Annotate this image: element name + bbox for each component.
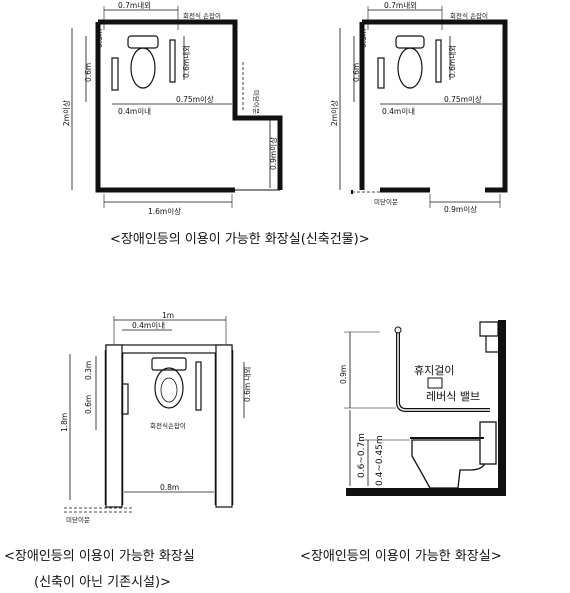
plan-b-rotating-handrail — [435, 39, 442, 83]
plan-a-labels: 0.7m내외 회전식 손잡이 0.3m 0.6m 0.6m내외 2m이상 0.4… — [61, 0, 278, 216]
plan-a-dim-top-width: 0.7m내외 — [118, 0, 151, 10]
plan-a-toilet-bowl — [130, 47, 156, 89]
plan-c-label-rotating-handrail: 회전식손잡이 — [150, 421, 186, 430]
plan-a-dim-09: 0.9m이상 — [268, 137, 278, 170]
plan-a-dim-075: 0.75m이상 — [176, 94, 214, 104]
plan-a-dim-06: 0.6m — [84, 63, 93, 82]
plan-b-dim-075: 0.75m이상 — [444, 94, 482, 104]
plan-c-toilet-tank — [151, 357, 187, 371]
caption-existing-line2: (신축이 아닌 기존시설)> — [34, 575, 171, 590]
plan-a-dim-wall-03: 0.3m — [95, 29, 104, 48]
elevation-toilet — [411, 439, 487, 489]
plan-a-walls — [95, 19, 283, 193]
plan-c-dim-06-left: 0.6m — [84, 395, 93, 414]
plan-b-dim-wall-03: 0.3m — [359, 29, 368, 48]
elevation-dim-09: 0.9m — [339, 365, 348, 384]
plan-c-label-door: 미닫이문 — [66, 515, 90, 524]
plan-c-rotating-handrail — [195, 361, 202, 411]
plan-b-dim-handrail-06: 0.6m내외 — [447, 45, 457, 78]
plan-b-label-door: 미닫이문 — [374, 197, 398, 206]
plan-c-dim-03: 0.3m — [84, 361, 93, 380]
plan-c-dim-1m: 1m — [162, 311, 174, 320]
plan-existing — [64, 316, 245, 513]
elevation-dim-seat-range-b: 0.4~0.45m — [375, 435, 385, 486]
elevation-floor — [346, 488, 506, 496]
caption-existing-line1: <장애인등의 이용이 가능한 화장실 — [4, 549, 195, 564]
elevation-view — [344, 320, 506, 496]
plan-b-toilet-tank — [395, 35, 425, 49]
elevation-label-lever-valve: 레버식 밸브 — [426, 390, 480, 403]
elevation-dim-seat-range-a: 0.6~0.7m — [357, 433, 367, 478]
plan-new-building-a — [71, 6, 283, 208]
caption-elevation: <장애인등의 이용이 가능한 화장실> — [300, 549, 502, 564]
plan-c-dim-04: 0.4m이내 — [132, 320, 165, 330]
plan-a-side-handrail — [111, 57, 119, 91]
elevation-lever-valve — [479, 321, 499, 353]
plan-b-label-rotating-handrail: 회전식 손잡이 — [450, 11, 488, 20]
plan-a-dim-16: 1.6m이상 — [148, 206, 181, 216]
plan-c-dim-18: 1.8m — [60, 413, 69, 432]
plan-b-walls — [359, 19, 508, 193]
plan-b-labels: 0.7m내외 회전식 손잡이 0.3m 0.6m 0.6m내외 2m이상 0.4… — [329, 0, 488, 214]
caption-new-buildings: <장애인등의 이용이 가능한 화장실(신축건물)> — [110, 232, 370, 247]
elevation-toilet-tank — [479, 421, 497, 465]
plan-a-toilet-tank — [127, 35, 159, 49]
plan-a-label-door: 미닫이문 — [252, 90, 261, 114]
plan-b-dim-04: 0.4m이내 — [382, 106, 415, 116]
plan-b-toilet-bowl — [397, 47, 423, 89]
elevation-wall — [498, 320, 506, 496]
plan-b-side-handrail — [377, 57, 385, 89]
plan-a-dim-total-2m: 2m이상 — [61, 100, 71, 126]
plan-c-toilet-bowl — [154, 367, 184, 409]
plan-a-dim-handrail-06: 0.6m내외 — [181, 45, 191, 78]
plan-c-labels: 1m 0.4m이내 0.3m 0.6m 0.6m 내외 1.8m 회전식손잡이 … — [60, 311, 252, 524]
plan-new-building-b — [339, 6, 508, 208]
elevation-labels: 0.9m 휴지걸이 레버식 밸브 0.6~0.7m 0.4~0.45m — [339, 364, 480, 486]
elevation-tissue-holder — [427, 377, 443, 389]
plan-c-dim-08: 0.8m — [160, 483, 179, 492]
plan-b-dim-top-width: 0.7m내외 — [384, 0, 417, 10]
plan-a-dim-04: 0.4m이내 — [118, 106, 151, 116]
elevation-label-tissue-holder: 휴지걸이 — [414, 364, 454, 377]
plan-b-dim-total-2m: 2m이상 — [329, 100, 339, 126]
plan-c-dim-06-right: 0.6m 내외 — [242, 367, 252, 402]
plan-a-label-rotating-handrail: 회전식 손잡이 — [183, 11, 221, 20]
plan-b-dim-09: 0.9m이상 — [444, 204, 477, 214]
plan-b-dim-06: 0.6m — [352, 63, 361, 82]
plan-a-rotating-handrail — [169, 39, 176, 83]
plan-c-side-handrail — [121, 383, 129, 415]
